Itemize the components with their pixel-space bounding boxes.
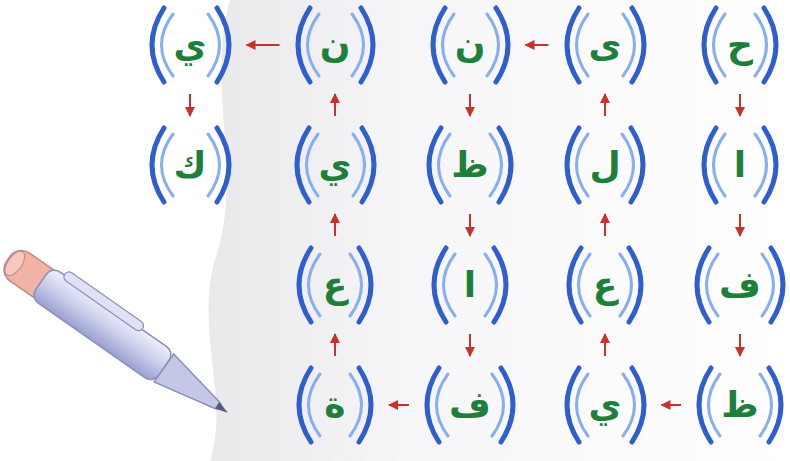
bracket-inner <box>350 374 362 436</box>
bracket-inner <box>208 14 220 76</box>
letter-text: ن <box>423 23 518 66</box>
letter-text: ى <box>557 23 654 66</box>
bracket-inner <box>707 254 719 316</box>
bracket-inner <box>755 14 767 76</box>
letter-text: ع <box>289 263 381 306</box>
bracket-inner <box>485 254 497 316</box>
bracket-inner <box>307 14 319 76</box>
letter-text: ك <box>142 143 239 186</box>
letter-text: ظ <box>419 143 521 186</box>
bracket-inner <box>623 14 635 76</box>
flow-arrow <box>739 214 741 236</box>
letter-node: ي <box>287 124 384 206</box>
letter-node: ا <box>694 124 786 206</box>
bracket-inner <box>208 134 220 196</box>
letter-text: ف <box>687 263 790 306</box>
flow-arrow <box>526 44 549 46</box>
letter-text: ظ <box>689 383 790 426</box>
flow-arrow <box>739 94 741 116</box>
letter-node: ف <box>417 364 523 446</box>
letter-node: ك <box>142 124 239 206</box>
pen-illustration <box>0 238 242 428</box>
flow-arrow <box>389 404 409 406</box>
letter-node: ا <box>424 244 516 326</box>
letter-node: ى <box>557 4 654 86</box>
letter-text: ل <box>557 143 653 186</box>
flow-arrow <box>469 94 471 116</box>
bracket-inner <box>492 374 504 436</box>
bracket-inner <box>576 14 588 76</box>
flow-arrow <box>604 214 606 236</box>
bracket-inner <box>714 14 726 76</box>
letter-node: ن <box>288 4 383 86</box>
letter-text: ي <box>557 383 654 426</box>
bracket-inner <box>350 254 362 316</box>
letter-text: ع <box>559 263 651 306</box>
letter-node: ي <box>557 364 654 446</box>
flow-arrow <box>334 94 336 116</box>
flow-arrow <box>604 334 606 356</box>
letter-node: ن <box>423 4 518 86</box>
letter-node: ع <box>559 244 651 326</box>
bracket-inner <box>762 254 774 316</box>
letter-node: ف <box>687 244 790 326</box>
flow-arrow <box>189 94 191 116</box>
letter-text: ة <box>289 383 381 426</box>
letter-text: ف <box>417 383 523 426</box>
letter-node: ع <box>289 244 381 326</box>
bracket-inner <box>576 374 588 436</box>
bracket-inner <box>161 14 173 76</box>
bracket-inner <box>577 134 589 196</box>
letter-node: ظ <box>419 124 521 206</box>
bracket-inner <box>760 374 772 436</box>
bracket-inner <box>622 134 634 196</box>
bracket-inner <box>353 134 365 196</box>
letter-node: ة <box>289 364 381 446</box>
letter-node: ظ <box>689 364 790 446</box>
letter-text: ح <box>694 23 786 66</box>
flow-arrow <box>662 404 682 406</box>
bracket-inner <box>442 14 454 76</box>
flow-arrow <box>469 334 471 356</box>
bracket-inner <box>490 134 502 196</box>
letter-text: ا <box>694 143 786 186</box>
letter-text: ي <box>142 23 239 66</box>
bracket-inner <box>161 134 173 196</box>
bracket-inner <box>620 254 632 316</box>
letter-node: ي <box>142 4 239 86</box>
flow-arrow <box>469 214 471 236</box>
bracket-inner <box>439 134 451 196</box>
letter-text: ن <box>288 23 383 66</box>
bracket-inner <box>623 374 635 436</box>
bracket-inner <box>487 14 499 76</box>
bracket-inner <box>352 14 364 76</box>
bracket-inner <box>437 374 449 436</box>
letter-node: ح <box>694 4 786 86</box>
letter-node: ل <box>557 124 653 206</box>
bracket-inner <box>714 134 726 196</box>
flow-arrow <box>739 334 741 356</box>
bracket-inner <box>755 134 767 196</box>
bracket-inner <box>579 254 591 316</box>
bracket-inner <box>709 374 721 436</box>
flow-arrow <box>247 44 280 46</box>
flow-arrow <box>334 334 336 356</box>
flow-arrow <box>334 214 336 236</box>
letter-text: ا <box>424 263 516 306</box>
bracket-inner <box>306 134 318 196</box>
bracket-inner <box>309 254 321 316</box>
bracket-inner <box>444 254 456 316</box>
flow-arrow <box>604 94 606 116</box>
letter-text: ي <box>287 143 384 186</box>
bracket-inner <box>309 374 321 436</box>
paper-sheet <box>209 0 790 461</box>
